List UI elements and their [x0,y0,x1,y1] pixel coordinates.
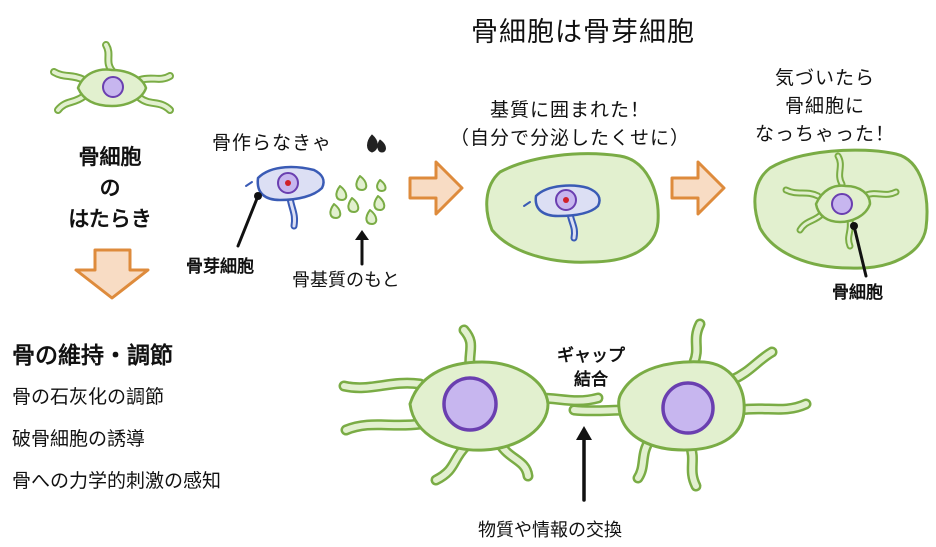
matrix-precursor-label: 骨基質のもと [292,270,400,291]
osteoblast-icon [245,165,325,230]
osteoblast-in-matrix-icon [523,184,601,242]
stage3-caption-line-3: なっちゃった！ [754,123,895,145]
page-title: 骨細胞は骨芽細胞 [471,17,695,48]
osteocyte-label: 骨細胞 [832,283,883,303]
osteoblast-pointer [236,194,260,248]
left-heading-line-3: はたらき [68,207,152,231]
functions-heading: 骨の維持・調節 [12,343,173,369]
left-heading-line-1: 骨細胞 [78,145,142,169]
exchange-label: 物質や情報の交換 [478,520,622,541]
droplet-icon [367,134,386,153]
osteocyte-pointer [852,224,868,278]
stage3-caption-line-2: 骨細胞に [784,95,865,117]
stage3-caption: 気づいたら 骨細胞に なっちゃった！ [740,64,910,148]
left-heading-line-2: の [99,176,121,200]
gap-junction-label-line-2: 結合 [574,370,608,390]
stage1-caption: 骨作らなきゃ [212,132,333,154]
left-heading: 骨細胞 の はたらき [40,142,180,235]
right-arrow-icon-1 [408,160,464,216]
stage2-caption-line-2: （自分で分泌したくせに） [449,127,690,149]
stage3-caption-line-1: 気づいたら [774,67,875,89]
osteocyte-in-matrix-icon [782,152,900,250]
function-item-2: 破骨細胞の誘導 [12,428,146,450]
gap-junction-label: ギャップ 結合 [536,344,646,392]
osteocyte-icon-topleft [50,41,174,114]
matrix-droplets [329,175,387,225]
gap-junction-label-line-1: ギャップ [557,346,625,366]
function-item-1: 骨の石灰化の調節 [12,386,165,408]
stage2-caption: 基質に囲まれた！ （自分で分泌したくせに） [440,96,700,152]
down-arrow-icon [74,248,150,300]
stage2-caption-line-1: 基質に囲まれた！ [489,99,650,121]
connected-osteocytes [338,318,812,492]
function-item-3: 骨への力学的刺激の感知 [12,470,222,492]
right-arrow-icon-2 [670,160,726,216]
osteoblast-label: 骨芽細胞 [186,257,254,277]
